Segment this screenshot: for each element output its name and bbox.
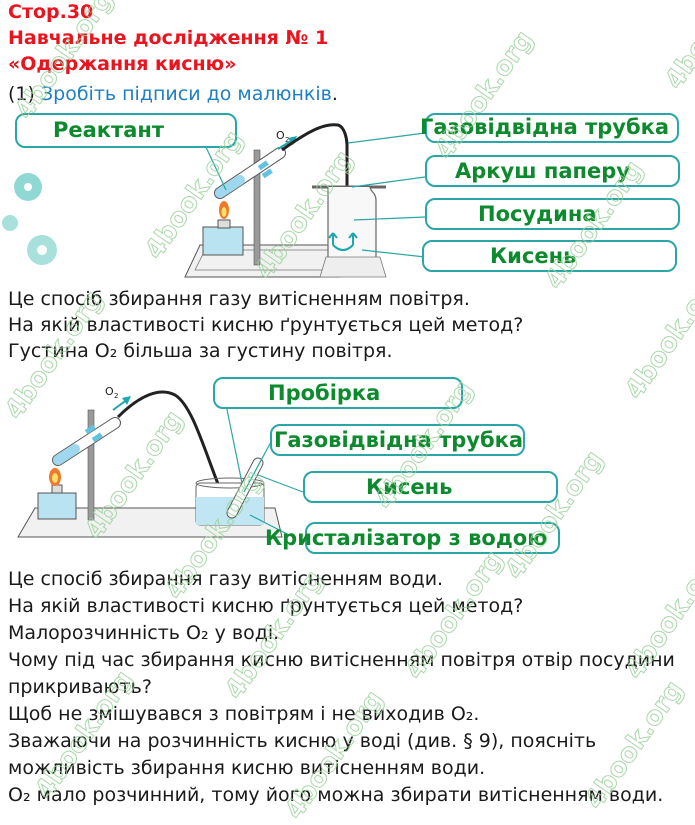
label-box-crystallizer[interactable] [305, 522, 560, 554]
text-line: прикривають? [8, 676, 152, 698]
svg-text:2: 2 [285, 136, 289, 144]
label-test-tube: Пробірка [268, 381, 381, 405]
svg-text:O: O [105, 385, 114, 398]
text-line: можливість збирання кисню витісненням во… [8, 757, 486, 779]
label-box-oxygen-2[interactable] [303, 471, 558, 503]
text-line: Малорозчинність O₂ у воді. [8, 622, 280, 644]
label-gas-tube-2: Газовідвідна трубка [274, 428, 524, 452]
label-oxygen-2: Кисень [366, 475, 453, 499]
label-gas-tube: Газовідвідна трубка [420, 115, 670, 139]
page-subtitle: «Одержання кисню» [8, 53, 237, 75]
label-box-vessel[interactable] [425, 198, 680, 230]
label-reactant: Реактант [53, 118, 165, 142]
text-line: Чому під час збирання кисню витісненням … [8, 649, 675, 671]
label-paper-sheet: Аркуш паперу [455, 159, 630, 183]
label-box-oxygen[interactable] [422, 240, 677, 272]
label-crystallizer: Кристалізатор з водою [265, 526, 548, 550]
task-end: . [331, 83, 338, 105]
text-line: Це спосіб збирання газу витісненням пові… [8, 288, 470, 310]
label-box-paper-sheet[interactable] [425, 155, 680, 187]
label-box-test-tube[interactable] [213, 377, 463, 409]
svg-text:2: 2 [114, 392, 118, 400]
label-box-gas-tube-2[interactable] [270, 424, 525, 456]
figure-air-displacement: O 2 Реактант Газовідвідна трубка Аркуш п… [0, 105, 695, 283]
text-line: Густина O₂ більша за густину повітря. [8, 340, 393, 362]
text-line: O₂ мало розчинний, тому його можна збира… [8, 784, 664, 806]
task-text: Зробіть підписи до малюнків [40, 83, 332, 105]
page-number: Стор.30 [8, 1, 94, 23]
text-line: На якій властивості кисню ґрунтується це… [8, 595, 524, 617]
watermark: 4book.org [659, 0, 695, 95]
text-line: Щоб не змішувався з повітрям і не виходи… [8, 703, 480, 725]
text-line: Зважаючи на розчинність кисню у воді (ди… [8, 730, 597, 752]
label-box-reactant[interactable] [15, 113, 237, 148]
label-oxygen: Кисень [490, 244, 577, 268]
task-number: (1) [8, 83, 35, 105]
text-line: На якій властивості кисню ґрунтується це… [8, 314, 524, 336]
task-instruction: (1) Зробіть підписи до малюнків. [8, 82, 338, 106]
label-vessel: Посудина [478, 202, 597, 226]
page-title: Навчальне дослідження № 1 [8, 27, 329, 49]
figure-water-displacement: O 2 Пробірка Газовідвідна трубка Кисень … [0, 365, 695, 560]
apparatus-illustration-2: O 2 [17, 384, 304, 538]
svg-text:O: O [276, 129, 285, 142]
label-box-gas-tube[interactable] [425, 113, 679, 143]
text-line: Це спосіб збирання газу витісненням води… [8, 568, 444, 590]
apparatus-illustration-1: O 2 [2, 123, 426, 278]
